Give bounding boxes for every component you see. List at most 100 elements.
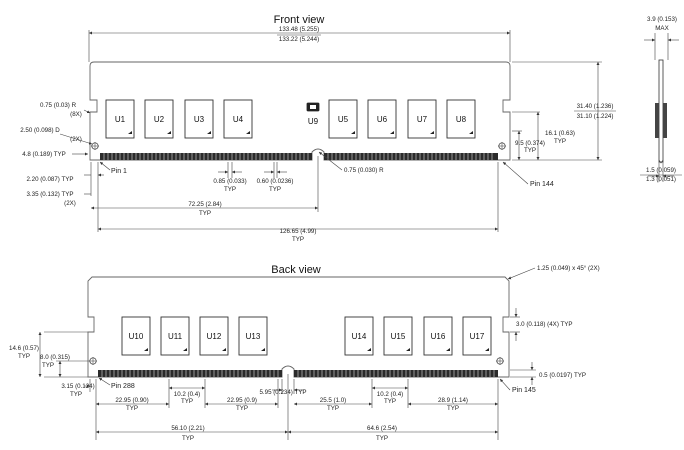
front-corner-radius-qty: (8X) <box>70 111 82 118</box>
front-pitch2-typ: TYP <box>269 186 281 193</box>
back-edge-offset-typ: TYP <box>70 391 82 398</box>
back-chip: U15 <box>383 316 413 356</box>
back-hole-height: 8.0 (0.315) <box>40 354 70 361</box>
side-chip-left <box>655 103 659 138</box>
chip-label: U12 <box>207 332 222 341</box>
side-pcb <box>658 59 664 163</box>
front-chip-u9: U9 <box>306 102 320 126</box>
back-seg4-typ: TYP <box>327 405 339 412</box>
back-view: Back view U10 U11 <box>9 264 600 442</box>
side-thickness-max: 3.9 (0.153) <box>647 16 677 23</box>
back-chamfer: 1.25 (0.049) x 45° (2X) <box>537 265 600 272</box>
front-key-radius: 0.75 (0.030) R <box>344 167 384 174</box>
back-left-span-typ: TYP <box>182 435 194 442</box>
side-pcb-max: 1.5 (0.059) <box>646 167 676 174</box>
back-chip: U11 <box>160 316 190 356</box>
back-chip: U13 <box>238 316 268 356</box>
front-edge-offset: 3.35 (0.132) TYP <box>26 191 73 198</box>
front-edge-offset-qty: (2X) <box>64 200 76 207</box>
chip-label: U4 <box>233 115 244 124</box>
front-pitch1-typ: TYP <box>224 186 236 193</box>
back-seg2-typ: TYP <box>181 398 193 405</box>
back-seg4: 25.5 (1.0) <box>320 397 346 404</box>
front-width-min: 133.22 (5.244) <box>279 36 319 43</box>
front-height-min: 31.10 (1.224) <box>577 113 614 120</box>
back-seg3-typ: TYP <box>236 405 248 412</box>
chip-label: U1 <box>115 115 126 124</box>
chip-label: U3 <box>194 115 205 124</box>
front-width-max: 133.48 (5.255) <box>279 26 319 33</box>
front-chip: U2 <box>144 99 174 139</box>
front-pin-last: Pin 144 <box>530 181 554 188</box>
back-seg5-typ: TYP <box>384 398 396 405</box>
chip-label: U2 <box>154 115 165 124</box>
front-pin-first: Pin 1 <box>111 168 127 175</box>
back-seg3: 22.95 (0.9) <box>227 397 257 404</box>
back-seg1-typ: TYP <box>126 405 138 412</box>
back-notch-height: 14.6 (0.57) <box>9 345 39 352</box>
chip-label: U15 <box>391 332 406 341</box>
front-hole-diameter: 2.50 (0.098) D <box>20 127 60 134</box>
front-span-typ: TYP <box>292 236 304 243</box>
front-corner-radius: 0.75 (0.03) R <box>40 102 77 109</box>
back-left-span: 56.10 (2.21) <box>171 425 204 432</box>
front-hole-height-typ: TYP <box>554 138 566 145</box>
front-mounting-hole-left <box>91 142 99 150</box>
chip-label: U7 <box>417 115 428 124</box>
front-pin-offset: 2.20 (0.087) TYP <box>26 176 73 183</box>
front-hole-side: 9.5 (0.374) <box>515 140 545 147</box>
front-chip: U1 <box>105 99 135 139</box>
back-finger-height: 0.5 (0.0197) TYP <box>539 372 586 379</box>
chip-label: U11 <box>168 332 183 341</box>
front-height-max: 31.40 (1.236) <box>577 103 614 110</box>
back-hole-height-typ: TYP <box>42 362 54 369</box>
back-pin-first: Pin 288 <box>111 383 135 390</box>
front-chip: U3 <box>184 99 214 139</box>
back-seg1: 22.95 (0.90) <box>115 397 148 404</box>
chip-label: U14 <box>352 332 367 341</box>
back-right-span-typ: TYP <box>376 435 388 442</box>
front-hole-offset: 4.8 (0.189) TYP <box>22 151 66 158</box>
back-seg5: 10.2 (0.4) <box>377 391 403 398</box>
front-chip: U7 <box>407 99 437 139</box>
back-seg6: 28.9 (1.14) <box>438 397 468 404</box>
front-span: 126.65 (4.99) <box>280 228 317 235</box>
front-chip: U6 <box>367 99 397 139</box>
back-chip: U16 <box>423 316 453 356</box>
back-chip: U10 <box>121 316 151 356</box>
front-gold-fingers <box>100 153 498 160</box>
back-chip: U14 <box>344 316 374 356</box>
front-pitch1: 0.85 (0.033) <box>213 178 246 185</box>
front-hole-side-typ: TYP <box>524 147 536 154</box>
chip-label: U8 <box>456 115 467 124</box>
back-edge-offset: 3.15 (0.124) <box>61 383 94 390</box>
back-pin-last: Pin 145 <box>512 387 536 394</box>
chip-label: U13 <box>246 332 261 341</box>
front-hole-height: 16.1 (0.63) <box>545 130 575 137</box>
front-chip: U5 <box>328 99 358 139</box>
back-right-span: 64.6 (2.54) <box>367 425 397 432</box>
side-pcb-min: 1.3 (0.051) <box>646 176 676 183</box>
front-view: Front view 133.48 (5.255) 133.22 (5.244) <box>20 14 616 243</box>
back-key-gap: 5.95 (0.234) TYP <box>259 389 306 396</box>
side-thickness-max-label: MAX <box>655 25 668 32</box>
back-chip: U12 <box>199 316 229 356</box>
back-seg6-typ: TYP <box>447 405 459 412</box>
back-gold-fingers <box>98 370 498 377</box>
chip-label: U16 <box>431 332 446 341</box>
back-seg2: 10.2 (0.4) <box>174 391 200 398</box>
front-chip: U8 <box>446 99 476 139</box>
chip-label: U10 <box>129 332 144 341</box>
front-key-distance-typ: TYP <box>199 210 211 217</box>
front-chip: U4 <box>223 99 253 139</box>
back-chip: U17 <box>462 316 492 356</box>
side-chip-right <box>663 103 667 138</box>
chip-label: U9 <box>308 117 319 126</box>
back-notch-size: 3.0 (0.118) (4X) TYP <box>516 321 573 328</box>
back-mounting-hole-right <box>496 357 504 365</box>
chip-label: U6 <box>377 115 388 124</box>
front-hole-diameter-qty: (2X) <box>70 136 82 143</box>
front-view-title: Front view <box>274 14 325 26</box>
front-key-distance: 72.25 (2.84) <box>188 201 221 208</box>
